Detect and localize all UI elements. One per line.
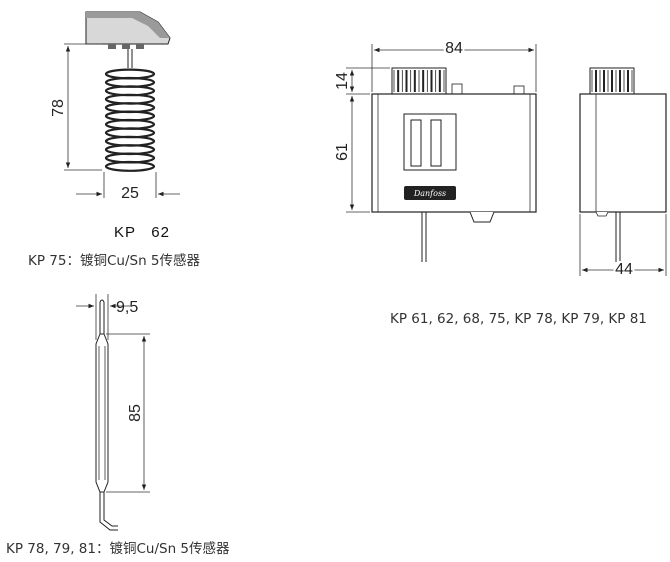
- brand-logo: [404, 186, 456, 200]
- brand-logo-text: Danfoss: [413, 189, 446, 198]
- dim-switch-top: 14: [334, 72, 351, 90]
- coil-spring: [104, 68, 156, 172]
- switch-models-caption: KP 61, 62, 68, 75, KP 78, KP 79, KP 81: [390, 311, 647, 327]
- dim-bulb-diameter: 9,5: [116, 299, 138, 316]
- dim-switch-height: 61: [334, 143, 351, 161]
- sensor-bulb: [95, 333, 109, 493]
- switch-front-view: Danfoss 84 14 61: [334, 38, 537, 262]
- switch-side-view: 44: [579, 67, 667, 280]
- dim-switch-width: 84: [445, 40, 463, 57]
- coil-sensor-drawing: 78 25 KP 62 KP 75：镀铜Cu/Sn 5传感器: [28, 11, 200, 269]
- bulb-sensor-caption: KP 78, 79, 81：镀铜Cu/Sn 5传感器: [6, 540, 230, 557]
- dim-bulb-length: 85: [127, 404, 144, 422]
- dim-coil-width: 25: [121, 185, 139, 202]
- coil-sensor-title: KP 62: [114, 224, 170, 241]
- dim-coil-height: 78: [50, 99, 67, 117]
- coil-sensor-caption: KP 75：镀铜Cu/Sn 5传感器: [28, 252, 200, 269]
- bulb-sensor-drawing: 9,5 85 KP 78, 79, 81：镀铜Cu/Sn 5传感器: [6, 294, 230, 557]
- dim-switch-depth: 44: [615, 261, 633, 278]
- switch-side-housing: [579, 93, 667, 213]
